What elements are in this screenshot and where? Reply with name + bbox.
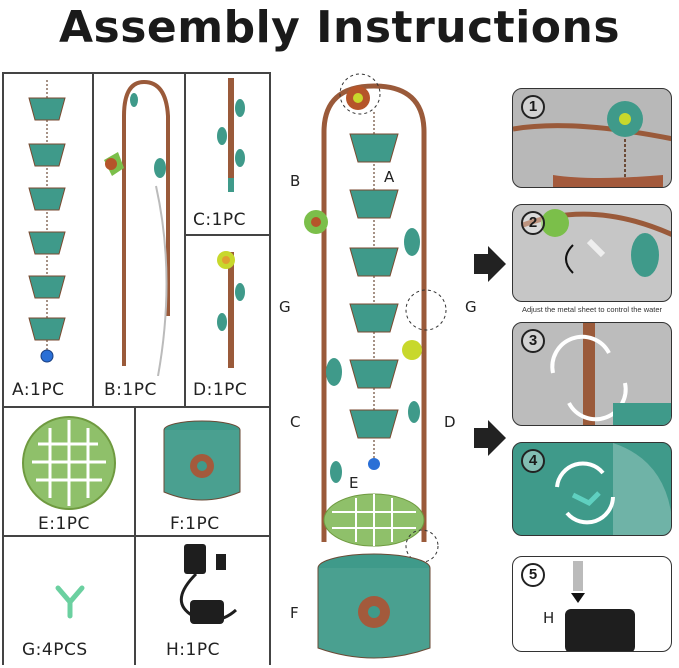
step-2-number: 2 bbox=[521, 211, 545, 235]
diagram-label-d: D bbox=[444, 413, 456, 431]
diagram-label-g-left: G bbox=[279, 298, 291, 316]
part-c-pole bbox=[196, 78, 266, 198]
part-e-label: E:1PC bbox=[38, 514, 90, 534]
step-2-caption: Adjust the metal sheet to control the wa… bbox=[521, 305, 663, 314]
part-g-label: G:4PCS bbox=[22, 640, 88, 660]
step-3-panel: 3 bbox=[512, 322, 672, 426]
part-h-label: H:1PC bbox=[166, 640, 220, 660]
step-4-panel: 4 bbox=[512, 442, 672, 536]
assembly-diagram bbox=[276, 72, 472, 666]
page-title: Assembly Instructions bbox=[58, 2, 621, 53]
step-4-number: 4 bbox=[521, 449, 545, 473]
part-d-label: D:1PC bbox=[193, 380, 248, 400]
diagram-label-a: A bbox=[384, 168, 395, 186]
part-f-planter bbox=[160, 418, 244, 508]
step-5-number: 5 bbox=[521, 563, 545, 587]
step-5-panel: 5 H bbox=[512, 556, 672, 652]
part-a-rain-chain bbox=[14, 80, 80, 370]
diagram-label-b: B bbox=[290, 172, 301, 190]
diagram-label-c: C bbox=[290, 413, 301, 431]
step-1-number: 1 bbox=[521, 95, 545, 119]
part-h-pump bbox=[160, 540, 250, 632]
diagram-label-e: E bbox=[349, 474, 359, 492]
part-b-arch bbox=[96, 76, 182, 376]
part-f-label: F:1PC bbox=[170, 514, 220, 534]
arrow-right-icon bbox=[474, 246, 506, 282]
step-2-panel: 2 bbox=[512, 204, 672, 302]
part-d-pole bbox=[196, 242, 266, 372]
diagram-label-f: F bbox=[290, 604, 299, 622]
step-5-label-h: H bbox=[543, 609, 555, 627]
part-c-label: C:1PC bbox=[193, 210, 247, 230]
arrow-right-icon bbox=[474, 420, 506, 456]
step-3-number: 3 bbox=[521, 329, 545, 353]
part-b-label: B:1PC bbox=[104, 380, 157, 400]
part-a-label: A:1PC bbox=[12, 380, 65, 400]
part-g-y-connector bbox=[50, 580, 90, 620]
diagram-label-g-right: G bbox=[465, 298, 477, 316]
step-1-panel: 1 bbox=[512, 88, 672, 188]
cup-icon bbox=[28, 97, 66, 341]
part-e-grid-plate bbox=[18, 414, 120, 512]
